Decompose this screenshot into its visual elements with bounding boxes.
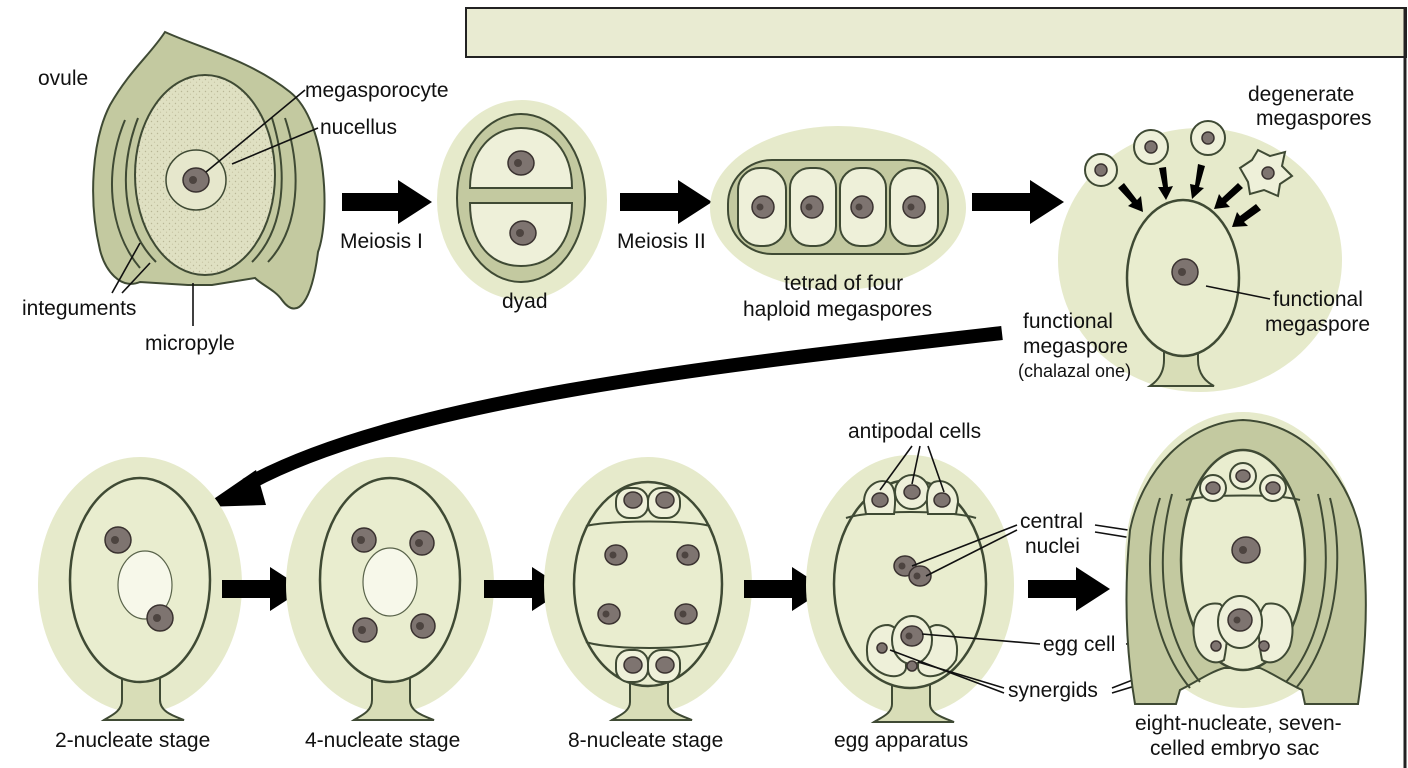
label-8-nucleate: 8-nucleate stage [568, 729, 723, 752]
arrow-curved-to-mitosis [242, 326, 1003, 492]
label-megasporocyte: megasporocyte [305, 79, 449, 102]
label-antipodal-cells: antipodal cells [848, 420, 981, 443]
embryo-sac-illustration [1125, 412, 1367, 708]
label-ovule: ovule [38, 67, 88, 90]
arrow-selection [972, 180, 1064, 224]
label-functional-left-1: functional [1023, 310, 1113, 333]
label-tetrad-2: haploid megaspores [743, 298, 932, 321]
label-egg-apparatus: egg apparatus [834, 729, 968, 752]
label-central-nuclei-1: central [1020, 510, 1083, 533]
label-2-nucleate: 2-nucleate stage [55, 729, 210, 752]
label-functional-right-2: megaspore [1265, 313, 1370, 336]
label-final-1: eight-nucleate, seven- [1135, 712, 1342, 735]
dyad-illustration [437, 100, 607, 300]
four-nucleate-illustration [286, 457, 494, 721]
label-meiosis-2: Meiosis II [617, 230, 706, 253]
arrow-cellularization [744, 567, 826, 611]
two-nucleate-illustration [38, 457, 242, 721]
label-tetrad-1: tetrad of four [784, 272, 903, 295]
label-micropyle: micropyle [145, 332, 235, 355]
label-chalazal: (chalazal one) [1018, 361, 1131, 381]
label-synergids: synergids [1008, 679, 1098, 702]
label-functional-left-2: megaspore [1023, 335, 1128, 358]
label-egg-cell: egg cell [1043, 633, 1115, 656]
label-final-2: celled embryo sac [1150, 737, 1319, 760]
label-dyad: dyad [502, 290, 548, 313]
arrow-mitosis-1 [222, 567, 304, 611]
label-degenerate-1: degenerate [1248, 83, 1354, 106]
eight-nucleate-illustration [544, 457, 752, 721]
tetrad-illustration [710, 126, 966, 290]
egg-apparatus-illustration [806, 455, 1014, 723]
functional-megaspore-illustration [1058, 120, 1342, 392]
arrow-maturation [1028, 567, 1110, 611]
title-box [465, 7, 1407, 58]
label-functional-right-1: functional [1273, 288, 1363, 311]
label-integuments: integuments [22, 297, 136, 320]
label-4-nucleate: 4-nucleate stage [305, 729, 460, 752]
label-nucellus: nucellus [320, 116, 397, 139]
arrow-meiosis-2 [620, 180, 712, 224]
arrow-meiosis-1 [342, 180, 432, 224]
label-central-nuclei-2: nuclei [1025, 535, 1080, 558]
label-meiosis-1: Meiosis I [340, 230, 423, 253]
label-degenerate-2: megaspores [1256, 107, 1372, 130]
